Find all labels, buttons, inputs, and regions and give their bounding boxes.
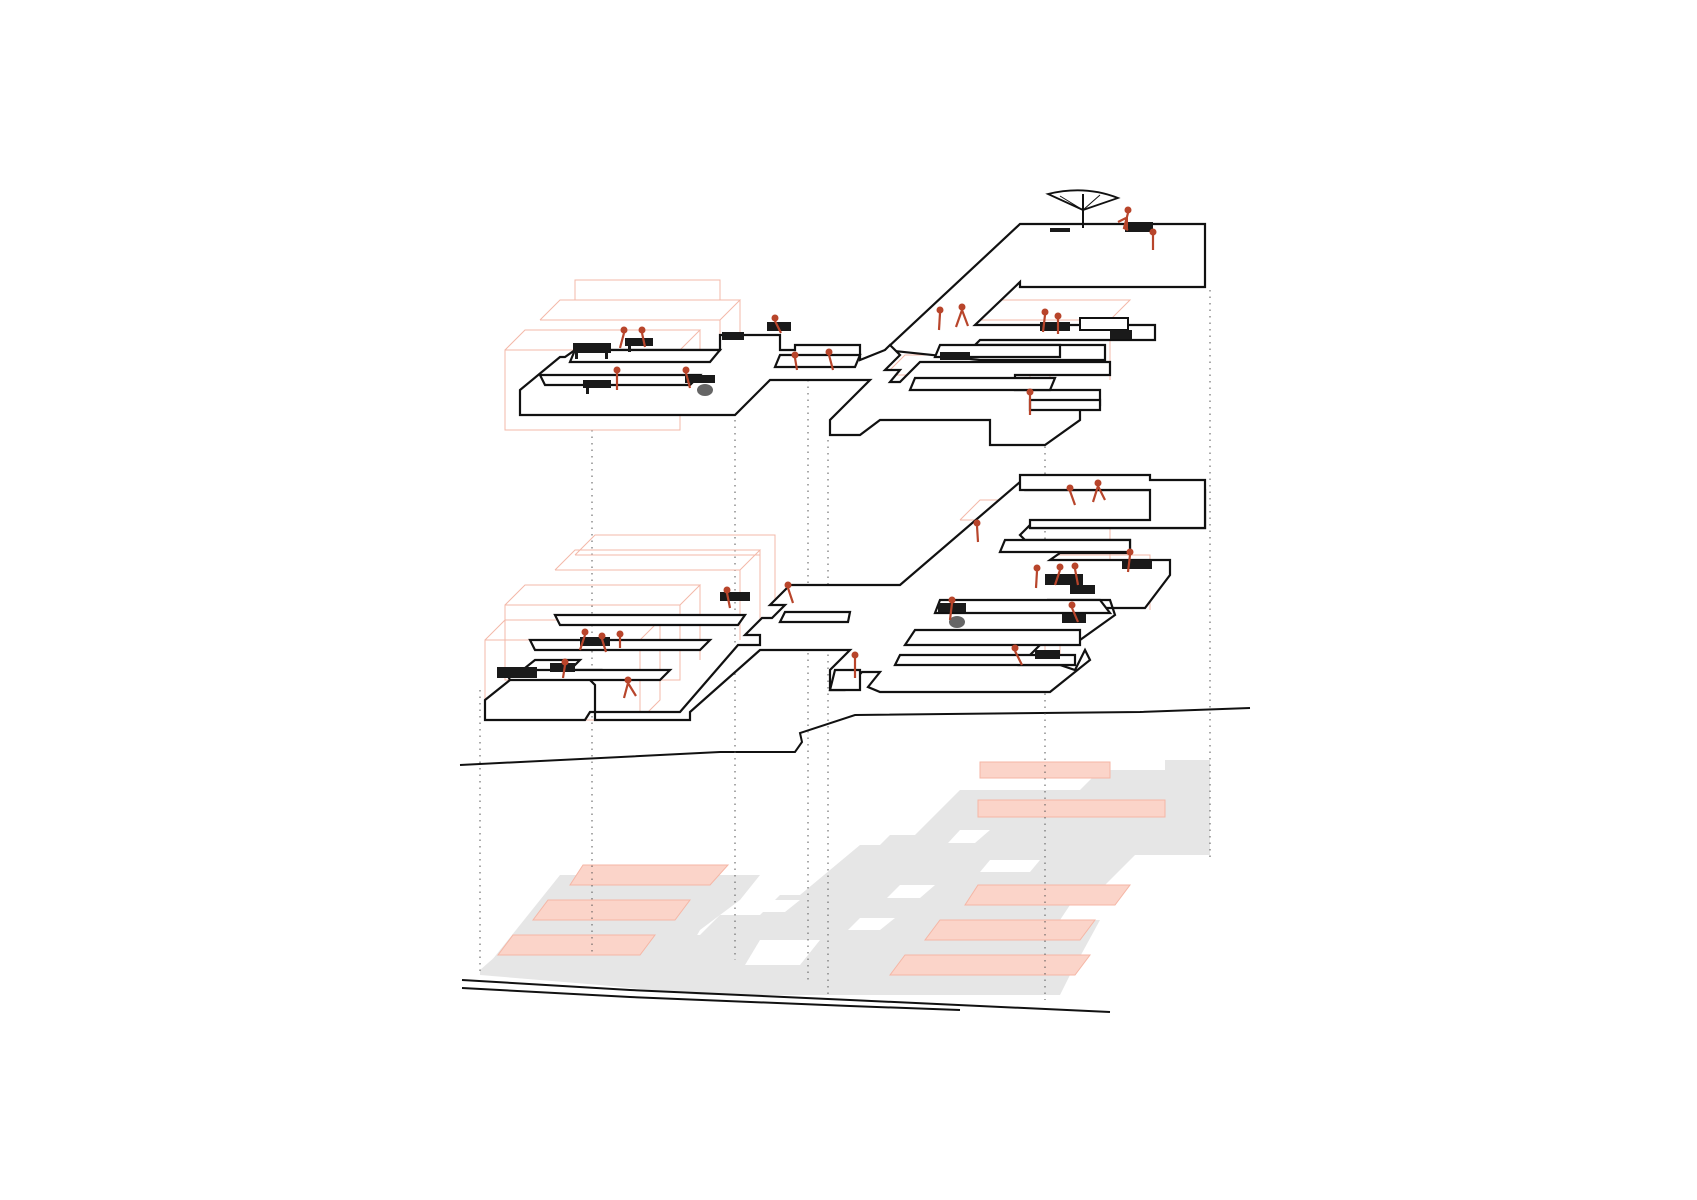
upper-courtyard-opening [773,353,862,369]
human-figure-icon [1117,206,1132,231]
human-figure-icon [638,326,647,348]
human-figure-icon [948,596,956,621]
bench-icon [1062,614,1086,623]
footprint-gap [887,885,935,898]
sofa-icon [1079,317,1129,331]
table-chairs-icon [497,667,537,678]
human-figure-icon [618,326,628,349]
human-figure-icon [578,628,589,651]
human-figure-icon [954,303,970,328]
bench-icon [685,375,715,396]
human-figure-icon [1066,484,1077,506]
bench-icon [1125,222,1153,232]
table-chairs-icon [1070,585,1095,594]
upper-terrace-level [504,222,1207,447]
planted-plot [569,864,730,886]
human-figure-icon [622,676,637,699]
table-chairs-icon [1040,322,1070,331]
table-chairs-icon [583,380,611,394]
human-figure-icon [1071,562,1080,586]
human-figure-icon [1041,308,1049,333]
table-chairs-icon [1122,560,1152,569]
human-figure-icon [682,366,692,389]
footprint-gap [848,918,895,930]
human-figure-icon [1033,564,1041,589]
roof-terrace-slab [882,222,1207,362]
human-figure-icon [723,586,732,609]
projection-lines [479,290,1211,1000]
ground-line-lower [461,979,1111,1013]
table-chairs-icon [1035,650,1060,659]
table-chairs-icon [550,663,575,672]
human-figure-icon [1054,312,1062,334]
table-chairs-icon [722,332,744,340]
human-figure-icon [616,630,624,648]
planted-plot [964,884,1131,906]
lower-courtyard-opening [778,610,852,624]
table-chairs-icon [767,322,791,331]
human-figure-icon [1126,548,1134,573]
human-figure-icon [825,348,835,371]
footprint-gap [948,830,990,843]
human-figure-icon [784,581,795,604]
lower-terrace-upper-wing [1018,473,1207,530]
human-figure-icon [1026,388,1034,415]
planted-plot [979,761,1111,779]
table-chairs-icon [625,338,653,352]
human-figure-icon [598,632,608,653]
human-figure-icon [851,651,859,678]
bench-icon [720,592,750,601]
human-figure-icon [1053,563,1064,586]
human-figure-icon [973,519,981,543]
lower-stair-wing [828,668,862,692]
planted-plot [889,954,1091,976]
terrain-section-line [459,707,1251,766]
bench-icon [940,352,970,360]
footprint-gap [980,860,1040,872]
human-figure-icon [936,306,944,331]
table-chairs-icon [1110,330,1132,339]
human-figure-icon [791,351,799,371]
table-chairs-icon [573,343,611,359]
lower-terrace-level [483,473,1207,722]
human-figure-icon [561,658,569,679]
lower-terrace-fingers-west [503,613,748,682]
human-figures [561,206,1157,699]
human-figure-icon [1149,228,1157,250]
human-figure-icon [1011,644,1023,666]
human-figure-icon [1091,479,1106,503]
footprint-gap [735,900,800,912]
footprint-gap [745,940,820,965]
ground-line-lower-2 [461,987,961,1011]
parasol-icon [1045,189,1121,232]
planted-plot [497,934,656,956]
ground-footprint [461,760,1210,1013]
human-figure-icon [771,314,782,334]
sofa-icon [1045,574,1083,585]
human-figure-icon [613,366,621,390]
table-chairs-icon [580,637,610,646]
planted-plot [977,799,1166,818]
human-figure-icon [1068,601,1080,623]
planted-plot [924,919,1096,941]
planted-plot [532,899,691,921]
